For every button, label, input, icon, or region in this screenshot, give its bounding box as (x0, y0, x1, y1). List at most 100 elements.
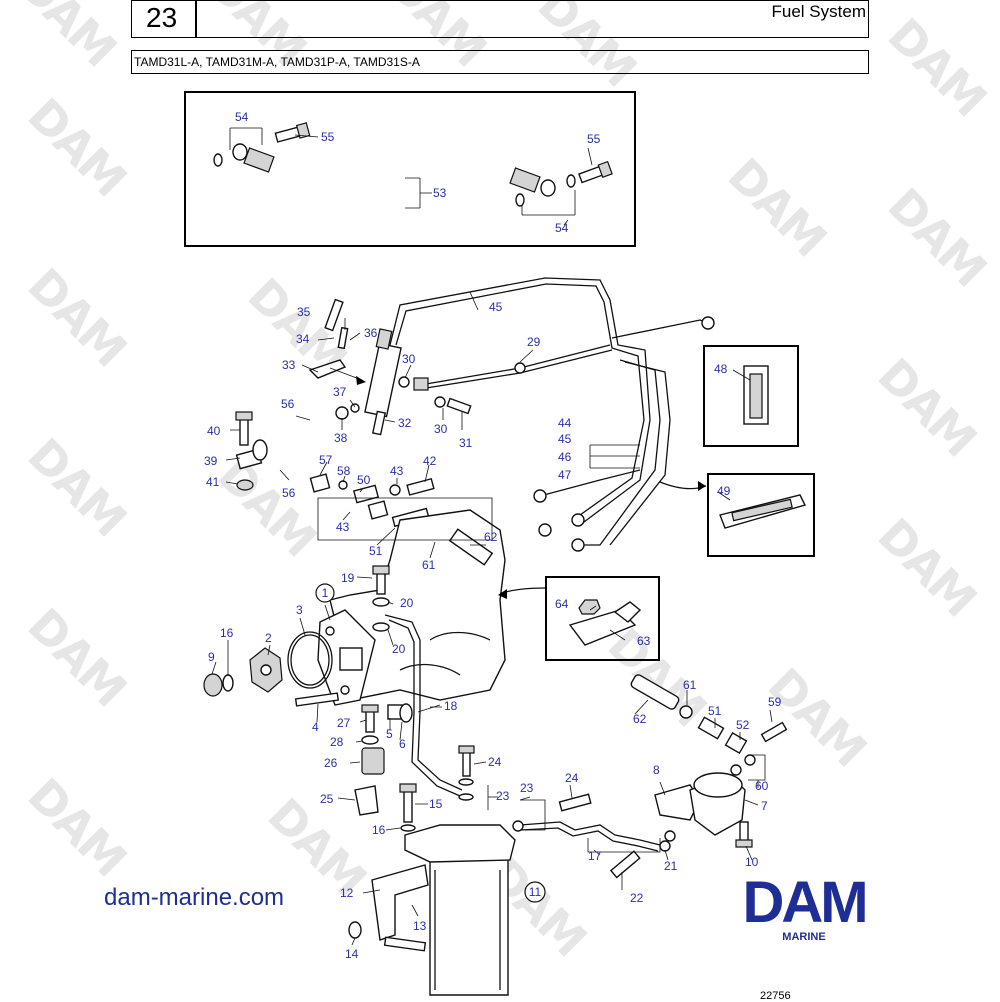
callout-45: 45 (558, 432, 572, 446)
leakoff-inset-frame (184, 91, 636, 247)
nut-washer-9-16 (203, 673, 234, 697)
filter-bracket-12 (348, 864, 429, 952)
callout-9: 9 (208, 650, 215, 664)
callout-62: 62 (633, 712, 647, 726)
injection-pump-body (329, 509, 506, 701)
callout-60: 60 (755, 779, 769, 793)
group-bracket-23 (487, 785, 546, 831)
callout-44: 44 (558, 416, 572, 430)
callout-53: 53 (433, 186, 447, 200)
model-list-box (131, 50, 869, 74)
page-number: 23 (146, 2, 178, 33)
fitting-row-42-58 (309, 473, 435, 528)
callout-27: 27 (337, 716, 351, 730)
callout-30: 30 (434, 422, 448, 436)
group-bracket-54-bottom (521, 190, 576, 216)
callout-25: 25 (320, 792, 334, 806)
callout-circle-11 (524, 881, 546, 903)
fuel-hose-56 (261, 403, 360, 482)
fuel-pipe-18 (384, 614, 463, 797)
callout-16: 16 (220, 626, 234, 640)
callout-14: 14 (345, 947, 359, 961)
sealing-washers-54 (213, 143, 576, 207)
callout-11: 11 (529, 885, 542, 899)
group-bracket-18 (417, 704, 441, 713)
callout-38: 38 (334, 431, 348, 445)
banjo-bolt-55-left (274, 122, 311, 143)
callout-15: 15 (429, 797, 443, 811)
callout-39: 39 (204, 454, 218, 468)
callout-13: 13 (413, 919, 427, 933)
callout-33: 33 (282, 358, 296, 372)
callout-51: 51 (369, 544, 383, 558)
callout-32: 32 (398, 416, 412, 430)
callout-24: 24 (488, 755, 502, 769)
pump-flange-1-3 (287, 609, 376, 706)
leader-lines (211, 134, 773, 946)
callout-57: 57 (319, 453, 333, 467)
section-title: Fuel System (771, 2, 866, 21)
callout-20: 20 (400, 596, 414, 610)
leakoff-pipe-53 (234, 144, 542, 222)
callout-8: 8 (653, 763, 660, 777)
callout-63: 63 (637, 634, 651, 648)
callout-54: 54 (235, 110, 249, 124)
callout-37: 37 (333, 385, 347, 399)
callout-10: 10 (745, 855, 759, 869)
callout-2: 2 (265, 631, 272, 645)
callout-6: 6 (399, 737, 406, 751)
callout-64: 64 (555, 597, 569, 611)
logo-subtitle: MARINE (782, 931, 825, 942)
callout-22: 22 (630, 891, 644, 905)
callout-34: 34 (296, 332, 310, 346)
callout-50: 50 (357, 473, 371, 487)
callout-4: 4 (312, 720, 319, 734)
group-bracket-54-top (229, 127, 263, 150)
figure-number: 22756 (760, 990, 791, 1002)
arrowhead-63 (498, 589, 507, 599)
callout-29: 29 (527, 335, 541, 349)
bracket-63-nut-64 (568, 599, 642, 646)
callout-55: 55 (321, 130, 335, 144)
callout-55: 55 (587, 132, 601, 146)
banjo-fitting-30 (398, 376, 472, 415)
callout-5: 5 (386, 727, 393, 741)
callout-17: 17 (588, 849, 602, 863)
callout-18: 18 (444, 699, 458, 713)
injection-pipes-44-47 (389, 277, 715, 552)
callout-7: 7 (761, 799, 768, 813)
bracket-39-41 (235, 411, 268, 491)
callout-19: 19 (341, 571, 355, 585)
callout-41: 41 (206, 475, 220, 489)
callout-56: 56 (282, 486, 296, 500)
callout-48: 48 (714, 362, 728, 376)
callout-40: 40 (207, 424, 221, 438)
callout-43: 43 (390, 464, 404, 478)
bolts-24 (458, 745, 592, 812)
feed-line-59-62 (630, 674, 788, 776)
inset-frame-49 (707, 473, 815, 557)
group-bracket-17 (587, 838, 661, 853)
callout-1: 1 (322, 586, 329, 600)
callout-20: 20 (392, 642, 406, 656)
callout-59: 59 (768, 695, 782, 709)
clamp-48 (743, 365, 769, 425)
callout-46: 46 (558, 450, 572, 464)
group-bracket-53 (405, 177, 432, 209)
callout-23: 23 (496, 789, 510, 803)
callout-36: 36 (364, 326, 378, 340)
group-bracket-44-47 (589, 444, 640, 469)
website-link[interactable]: dam-marine.com (104, 884, 285, 911)
callout-35: 35 (297, 305, 311, 319)
callout-43: 43 (336, 520, 350, 534)
callout-47: 47 (558, 468, 572, 482)
callout-62: 62 (484, 530, 498, 544)
fuel-filter-11 (404, 824, 516, 996)
callout-30: 30 (402, 352, 416, 366)
coupling-hub-2 (249, 647, 283, 693)
callout-16: 16 (372, 823, 386, 837)
callout-28: 28 (330, 735, 344, 749)
stud-4 (294, 692, 340, 707)
